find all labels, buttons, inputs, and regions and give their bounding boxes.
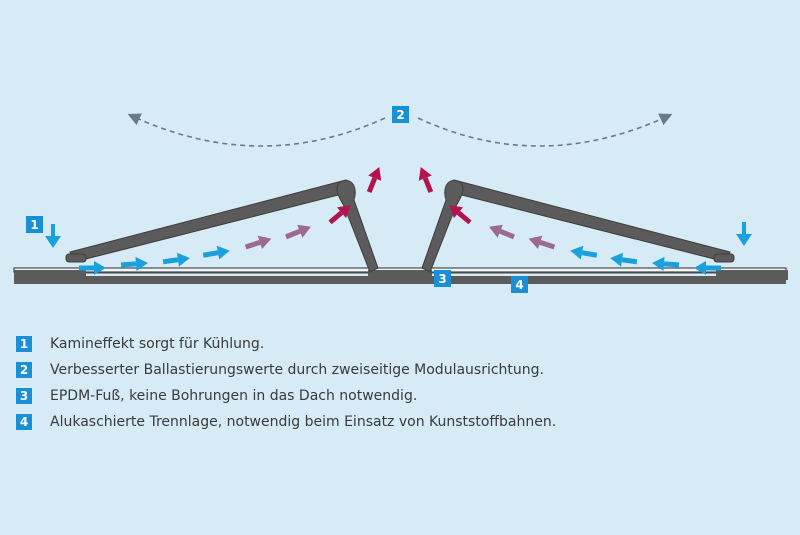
panel-clamp-right (713, 253, 735, 263)
epdm-foot-right (716, 270, 788, 280)
svg-text:3: 3 (438, 272, 446, 286)
legend-item-2: 2 Verbesserter Ballastierungswerte durch… (16, 357, 556, 383)
airflow-arrow (418, 167, 434, 193)
legend-item-4: 4 Alukaschierte Trennlage, notwendig bei… (16, 409, 556, 435)
airflow-arrow (79, 261, 106, 275)
down-arrow-left (45, 224, 61, 248)
panel-clamp-left (65, 253, 87, 263)
panel-module-right (449, 179, 731, 263)
legend-badge-4: 4 (16, 414, 32, 430)
callout-1: 1 (26, 216, 43, 233)
solar-panel-left (65, 179, 379, 273)
callout-2: 2 (392, 106, 409, 123)
legend-text-1: Kamineffekt sorgt für Kühlung. (50, 336, 265, 352)
svg-text:1: 1 (30, 218, 38, 232)
airflow-arrow (528, 235, 556, 250)
svg-text:2: 2 (396, 108, 404, 122)
airflow-arrows-right (418, 167, 721, 275)
legend-badge-3: 3 (16, 388, 32, 404)
airflow-arrow (449, 205, 472, 225)
epdm-feet (14, 270, 788, 280)
legend-badge-2: 2 (16, 362, 32, 378)
epdm-foot-center (368, 270, 432, 280)
dashed-arrow-left (127, 113, 386, 147)
support-leg-left (336, 180, 379, 273)
dashed-arrow-right (417, 113, 673, 147)
legend-badge-1: 1 (16, 336, 32, 352)
legend: 1 Kamineffekt sorgt für Kühlung. 2 Verbe… (16, 331, 556, 435)
airflow-arrow (202, 245, 230, 260)
airflow-arrow (285, 224, 311, 240)
svg-text:4: 4 (515, 278, 523, 292)
legend-text-3: EPDM-Fuß, keine Bohrungen in das Dach no… (50, 388, 418, 404)
airflow-arrow (162, 252, 190, 267)
airflow-arrow (366, 167, 382, 193)
panel-module-left (69, 179, 351, 263)
legend-item-3: 3 EPDM-Fuß, keine Bohrungen in das Dach … (16, 383, 556, 409)
airflow-arrow (652, 256, 680, 271)
inflow-arrows (45, 222, 752, 248)
legend-item-1: 1 Kamineffekt sorgt für Kühlung. (16, 331, 556, 357)
airflow-arrow (694, 261, 721, 275)
airflow-arrow (120, 256, 148, 271)
airflow-arrow (328, 205, 351, 225)
support-leg-right (421, 180, 464, 273)
legend-text-2: Verbesserter Ballastierungswerte durch z… (50, 362, 544, 378)
roof-mounting-diagram: 1 2 3 4 (13, 106, 788, 293)
ballast-arrows (127, 113, 673, 147)
callout-3: 3 (434, 270, 451, 287)
airflow-arrows-left (79, 167, 382, 275)
epdm-foot-left (14, 270, 86, 280)
legend-text-4: Alukaschierte Trennlage, notwendig beim … (50, 414, 557, 430)
down-arrow-right (736, 222, 752, 246)
airflow-arrow (489, 224, 515, 240)
airflow-arrow (610, 252, 638, 267)
airflow-arrow (244, 235, 272, 250)
callout-4: 4 (511, 276, 528, 293)
solar-panel-right (421, 179, 735, 273)
airflow-arrow (570, 245, 598, 260)
